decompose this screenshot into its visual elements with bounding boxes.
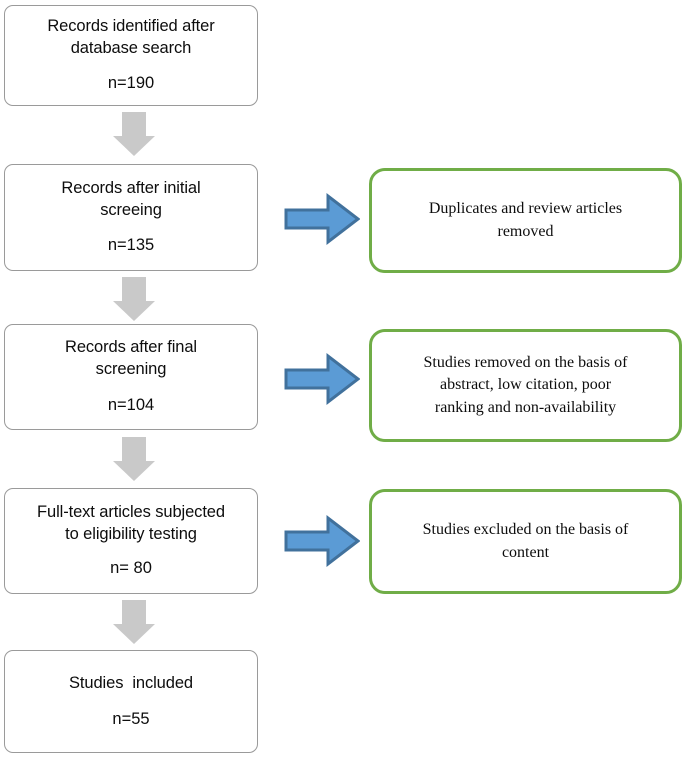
arrow-right-icon	[284, 352, 360, 406]
stage-count: n= 80	[110, 558, 152, 577]
note-box-studies-excluded: Studies excluded on the basis of content	[369, 489, 682, 594]
arrow-right-icon	[284, 514, 360, 568]
note-text: Studies removed on the basis of abstract…	[423, 354, 628, 416]
stage-box-included: Studies included n=55	[4, 650, 258, 753]
stage-box-eligibility: Full-text articles subjected to eligibil…	[4, 488, 258, 594]
stage-count: n=190	[107, 74, 155, 93]
note-text: Duplicates and review articles removed	[428, 200, 623, 240]
note-box-studies-removed: Studies removed on the basis of abstract…	[369, 329, 682, 442]
stage-count: n=135	[107, 236, 155, 255]
stage-box-identified: Records identified after database search…	[4, 5, 258, 106]
stage-title: Records after initial screeing	[61, 178, 201, 219]
arrow-down-icon	[113, 437, 155, 481]
note-box-duplicates-removed: Duplicates and review articles removed	[369, 168, 682, 273]
stage-title: Records identified after database search	[47, 16, 215, 57]
stage-box-initial-screening: Records after initial screeing n=135	[4, 164, 258, 271]
stage-box-final-screening: Records after final screening n=104	[4, 324, 258, 430]
stage-title: Full-text articles subjected to eligibil…	[37, 503, 225, 544]
note-text: Studies excluded on the basis of content	[422, 521, 629, 561]
stage-count: n=104	[107, 395, 155, 414]
arrow-down-icon	[113, 277, 155, 321]
stage-title: Records after final screening	[65, 338, 197, 379]
stage-title: Studies included	[69, 673, 193, 692]
arrow-down-icon	[113, 112, 155, 156]
stage-count: n=55	[112, 709, 150, 728]
arrow-down-icon	[113, 600, 155, 644]
arrow-right-icon	[284, 192, 360, 246]
